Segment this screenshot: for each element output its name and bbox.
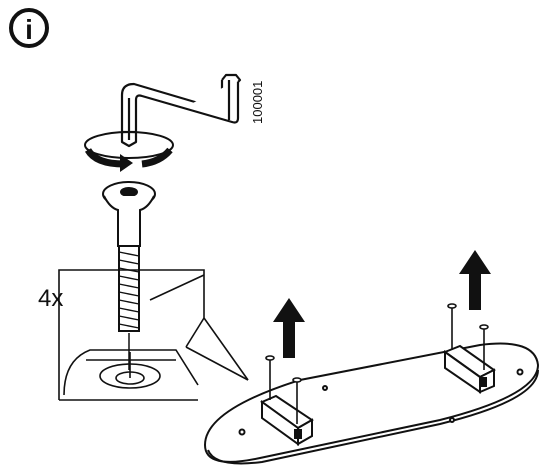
quantity-label: 4x — [38, 285, 63, 312]
wood-screw-right — [447, 303, 489, 370]
oval-base — [203, 342, 540, 465]
rotate-arrow-icon — [84, 131, 174, 172]
up-arrow-icon — [459, 250, 491, 310]
mounting-block-right — [442, 344, 496, 394]
detail-inset — [58, 269, 249, 401]
bolt-screw — [102, 181, 156, 370]
info-circle-icon: i — [9, 8, 49, 48]
up-arrow-icon — [273, 298, 305, 358]
allen-key — [120, 73, 242, 148]
part-number: 100001 — [250, 81, 265, 124]
mounting-block-left — [259, 394, 314, 446]
wood-screw-left — [265, 355, 302, 424]
info-symbol: i — [25, 14, 33, 45]
